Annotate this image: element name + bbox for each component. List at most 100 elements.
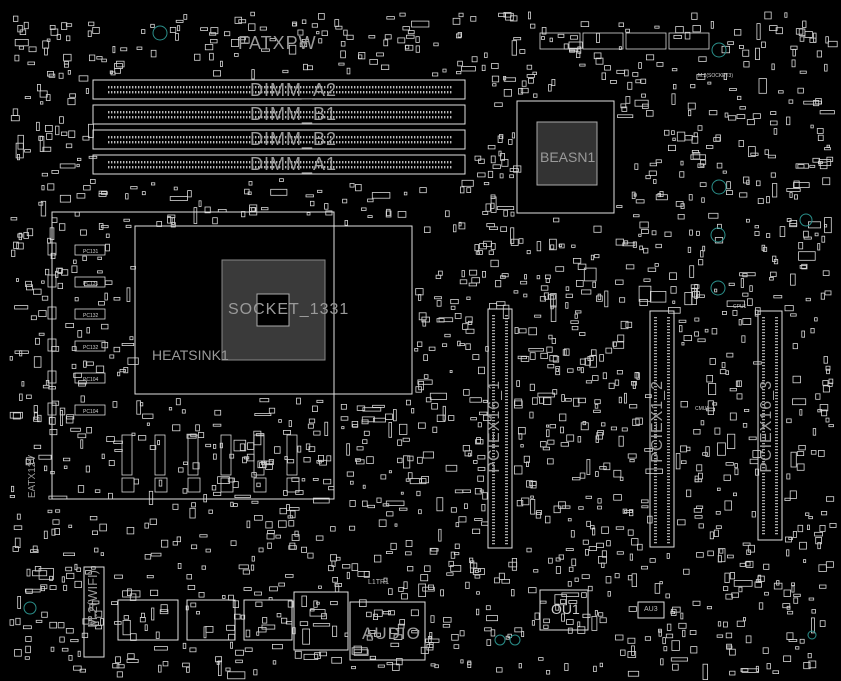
smd-component [511, 132, 515, 139]
smd-component [82, 135, 90, 141]
smd-component [599, 617, 607, 624]
smd-component [288, 44, 297, 55]
dimm-pin [423, 166, 425, 169]
dimm-pin [396, 136, 398, 139]
dimm-pin [279, 136, 281, 139]
smd-component [670, 657, 688, 662]
dimm-pin [156, 111, 158, 114]
dimm-pin [189, 136, 191, 139]
dimm-pin [144, 111, 146, 114]
smd-component [691, 136, 699, 144]
smd-component [790, 451, 797, 468]
dimm-pin [153, 161, 155, 164]
dimm-pin [180, 161, 182, 164]
smd-component [366, 611, 372, 618]
smd-component [532, 397, 538, 405]
dimm-pin [420, 116, 422, 119]
pcie-pin [492, 519, 495, 521]
dimm-pin [177, 136, 179, 139]
pcie-pin [505, 333, 508, 335]
pcie-pin [505, 327, 508, 329]
smd-component [533, 93, 538, 98]
dimm-pin [420, 136, 422, 139]
smd-component [631, 538, 639, 546]
smd-component [144, 522, 149, 529]
dimm-pin [330, 136, 332, 139]
smd-component [617, 114, 634, 119]
vrm-mosfet [286, 434, 298, 476]
dimm-pin [393, 141, 395, 144]
smd-component [82, 255, 87, 262]
dimm-pin [252, 86, 254, 89]
dimm-pin [369, 116, 371, 119]
dimm-pin [351, 166, 353, 169]
smd-component [550, 244, 555, 250]
smd-component [742, 542, 751, 546]
smd-component [387, 610, 395, 616]
smd-component [254, 591, 262, 596]
dimm-pin [408, 91, 410, 94]
vrm-mosfet [220, 434, 232, 476]
pcie-pin [775, 497, 778, 499]
dimm-pin [405, 136, 407, 139]
smd-component [17, 134, 24, 150]
dimm-pin [252, 161, 254, 164]
smd-component [126, 287, 131, 302]
dimm-pin [147, 166, 149, 169]
smd-component [518, 88, 524, 95]
smd-component [699, 182, 707, 187]
pcie-pin [775, 332, 778, 334]
mount-hole [494, 634, 506, 646]
dimm-pin [441, 136, 443, 139]
dimm-pin [429, 141, 431, 144]
pcie-pin [654, 326, 657, 328]
smd-component [498, 572, 505, 580]
dimm-pin [405, 116, 407, 119]
smd-component [63, 53, 72, 62]
dimm-pin [108, 166, 110, 169]
smd-component [10, 217, 18, 221]
dimm-pin [435, 166, 437, 169]
dimm-pin [189, 166, 191, 169]
smd-component [729, 412, 737, 421]
smd-component [743, 61, 750, 68]
pcie-pin [492, 537, 495, 539]
pcie-pin [505, 414, 508, 416]
dimm-pin [444, 86, 446, 89]
dimm-pin [357, 161, 359, 164]
smd-component [797, 164, 805, 169]
smd-component [754, 581, 762, 588]
dimm-pin [333, 161, 335, 164]
dimm-pin [438, 91, 440, 94]
dimm-pin [312, 166, 314, 169]
vrm-mosfet-pad [187, 477, 201, 493]
smd-component [492, 83, 497, 87]
smd-component [292, 22, 297, 27]
smd-component [538, 657, 544, 661]
smd-component [696, 552, 704, 558]
dimm-pin [168, 136, 170, 139]
dimm-pin [447, 86, 449, 89]
dimm-pin [450, 111, 452, 114]
smd-component [274, 446, 281, 454]
dimm-pin [180, 141, 182, 144]
smd-component [598, 612, 604, 617]
smd-component [127, 588, 132, 597]
smd-component [245, 629, 251, 638]
smd-component [568, 41, 583, 49]
dimm-pin [300, 111, 302, 114]
smd-component [548, 557, 553, 564]
pcie-pin [654, 536, 657, 538]
smd-component [302, 63, 308, 71]
smd-component [568, 600, 578, 604]
dimm-pin [420, 166, 422, 169]
pcie-pin [505, 411, 508, 413]
pcie-pin [667, 452, 670, 454]
smd-component [384, 34, 392, 40]
dimm-pin [267, 136, 269, 139]
dimm-pin [333, 141, 335, 144]
dimm-pin [252, 116, 254, 119]
pcie-pin [492, 510, 495, 512]
smd-component [796, 451, 805, 457]
smd-component [649, 162, 657, 167]
